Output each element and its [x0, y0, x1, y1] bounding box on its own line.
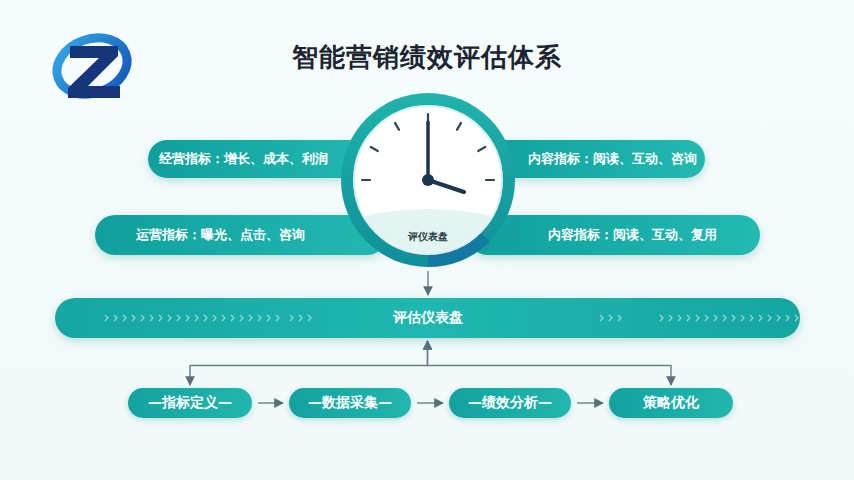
connector-arrow	[428, 341, 672, 385]
metric-pill: 内容指标：阅读、互动、复用	[468, 215, 760, 255]
metric-pill: 运营指标：曝光、点击、咨询	[95, 215, 387, 255]
diagram-title: 智能营销绩效评估体系	[0, 40, 854, 75]
node-label: —指标定义—	[148, 394, 232, 412]
node-label: 经营指标：增长、成本、利润	[159, 150, 328, 168]
node-label: 内容指标：阅读、互动、咨询	[528, 150, 697, 168]
node-label: 内容指标：阅读、互动、复用	[548, 226, 717, 244]
node-label: —数据采集—	[308, 394, 392, 412]
dashboard-band: 评估仪表盘	[55, 298, 800, 338]
node-label: 策略优化	[643, 394, 699, 412]
process-step: —绩效分析—	[449, 388, 571, 418]
process-step: —指标定义—	[128, 388, 252, 418]
connector-arrow	[417, 402, 443, 403]
node-label: 运营指标：曝光、点击、咨询	[136, 226, 305, 244]
company-logo	[49, 28, 135, 103]
process-step: —数据采集—	[289, 388, 411, 418]
connector-arrow	[190, 341, 428, 385]
node-label: —绩效分析—	[468, 394, 552, 412]
node-label: 评估仪表盘	[393, 309, 463, 327]
connector-arrow	[427, 271, 428, 295]
connector-arrow	[258, 402, 283, 403]
dashboard-clock: 评仪表盘	[340, 92, 516, 268]
process-step: 策略优化	[609, 388, 733, 418]
node-label: 评仪表盘	[408, 230, 448, 244]
connector-arrow	[577, 402, 603, 403]
